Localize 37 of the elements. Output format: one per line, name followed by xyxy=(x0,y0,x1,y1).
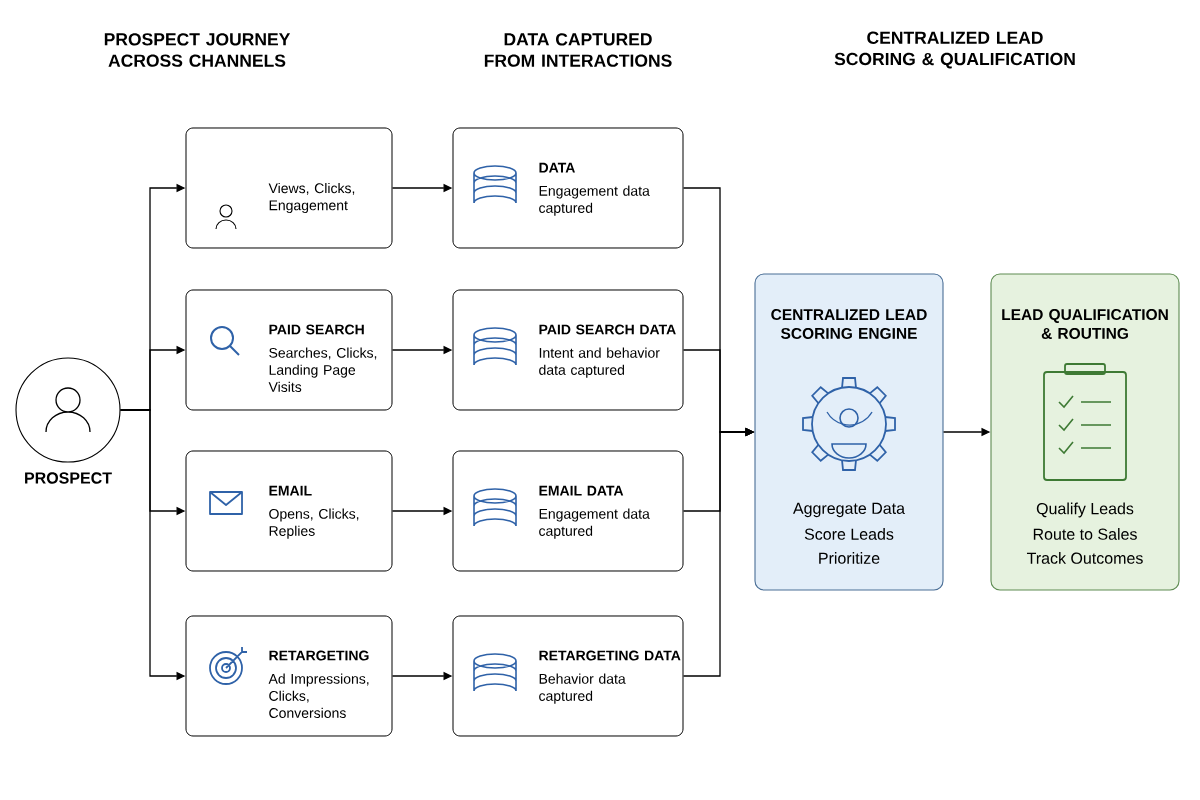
description-text: Behavior data captured xyxy=(539,673,626,704)
list-item: Aggregate Data xyxy=(793,502,905,518)
box-title: RETARGETING xyxy=(269,650,369,661)
box-title: PAID SEARCH DATA xyxy=(539,324,676,335)
channel-box xyxy=(185,615,393,737)
engine-box xyxy=(754,273,944,591)
box-title: PAID SEARCH xyxy=(269,324,364,335)
list-item: Qualify Leads xyxy=(1036,502,1134,518)
list-item: Track Outcomes xyxy=(1027,552,1143,564)
channel-box xyxy=(185,127,393,249)
data-box xyxy=(452,450,684,572)
box-title: EMAIL DATA xyxy=(539,485,624,496)
description-text: Views, Clicks, Engagement xyxy=(268,182,355,214)
data-box xyxy=(452,127,684,249)
description-text: Searches, Clicks, Landing Page Visits xyxy=(268,347,377,392)
column-heading: PROSPECT JOURNEY ACROSS CHANNELS xyxy=(104,33,291,67)
description-text: Opens, Clicks, Replies xyxy=(269,508,359,539)
box-title: RETARGETING DATA xyxy=(539,650,681,661)
channel-box xyxy=(185,289,393,411)
description-text: Engagement data captured xyxy=(539,185,650,216)
data-box xyxy=(452,289,684,411)
description-text: Intent and behavior data captured xyxy=(539,347,660,378)
qualification-box xyxy=(990,273,1180,591)
column-heading: CENTRALIZED LEAD SCORING & QUALIFICATION xyxy=(834,31,1075,69)
box-title: LEAD QUALIFICATION & ROUTING xyxy=(1002,309,1168,339)
box-title: CENTRALIZED LEAD SCORING ENGINE xyxy=(771,309,927,339)
node-label: PROSPECT xyxy=(25,472,112,484)
box-title: EMAIL xyxy=(269,485,312,496)
data-box xyxy=(452,615,684,737)
list-item: Prioritize xyxy=(819,552,880,564)
box-title: DATA xyxy=(539,162,575,173)
column-heading: DATA CAPTURED FROM INTERACTIONS xyxy=(484,33,672,67)
list-item: Route to Sales xyxy=(1033,528,1137,540)
description-text: Engagement data captured xyxy=(539,508,650,539)
channel-box xyxy=(185,450,393,572)
list-item: Score Leads xyxy=(804,528,894,540)
description-text: Ad Impressions, Clicks, Conversions xyxy=(268,673,369,718)
